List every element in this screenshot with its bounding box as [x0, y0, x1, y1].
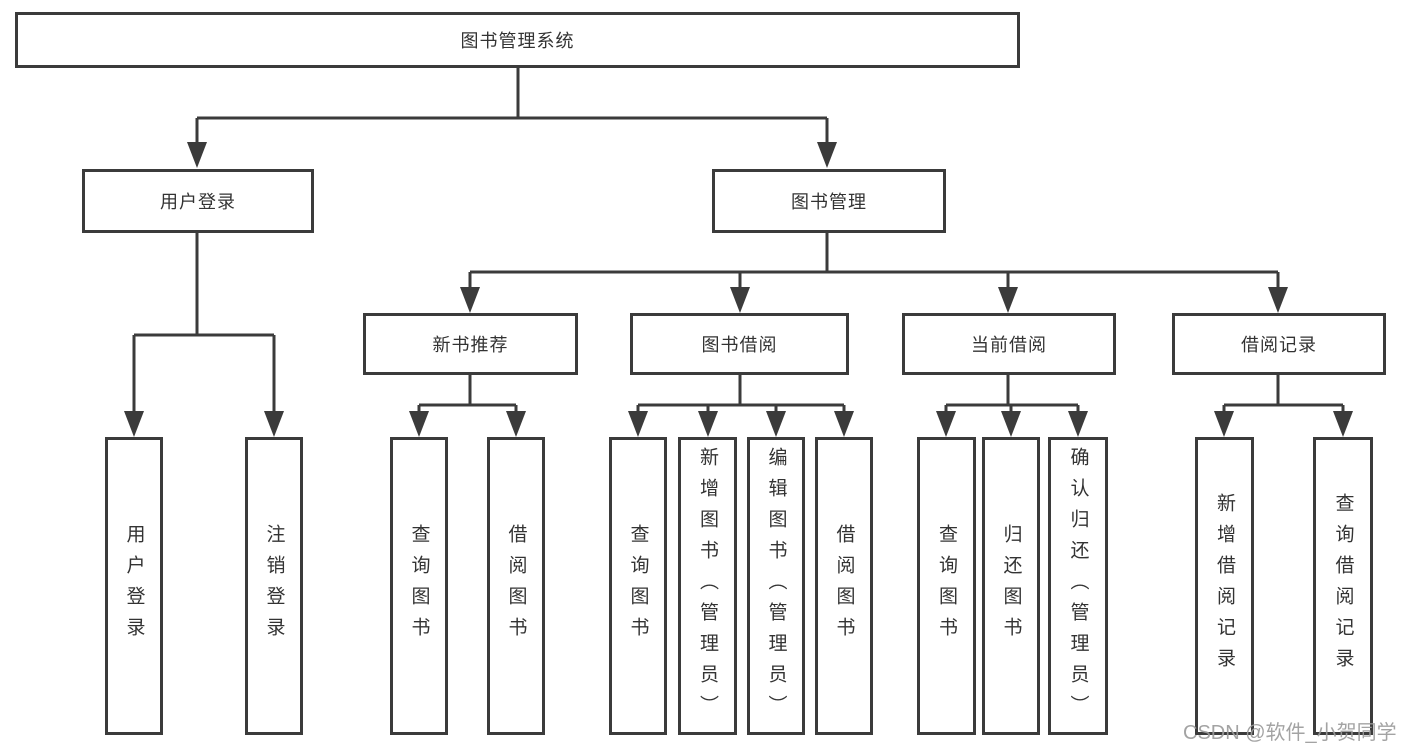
- arrow-down-icon: [187, 142, 207, 168]
- arrow-down-icon: [628, 411, 648, 437]
- arrow-down-icon: [460, 287, 480, 313]
- node-label: 归还图书: [1000, 524, 1022, 648]
- node-label: 当前借阅: [971, 335, 1047, 355]
- node-label: 注销登录: [263, 524, 285, 648]
- arrow-down-icon: [730, 287, 750, 313]
- arrow-down-icon: [1068, 411, 1088, 437]
- node-label: 借阅图书: [833, 524, 855, 648]
- arrow-down-icon: [698, 411, 718, 437]
- leaf-add-borrow-record: 新增借阅记录: [1195, 437, 1254, 735]
- connector-new-books-children: [409, 375, 526, 437]
- node-label: 查询借阅记录: [1332, 493, 1354, 679]
- arrow-down-icon: [1268, 287, 1288, 313]
- arrow-down-icon: [1333, 411, 1353, 437]
- leaf-borrow-books: 借阅图书: [487, 437, 545, 735]
- connector-records-children: [1214, 375, 1353, 437]
- arrow-down-icon: [409, 411, 429, 437]
- leaf-query-books: 查询图书: [609, 437, 667, 735]
- node-new-book-recommend: 新书推荐: [363, 313, 578, 375]
- connector-root-to-level2: [187, 68, 837, 168]
- node-label: 借阅图书: [505, 524, 527, 648]
- node-label: 图书管理: [791, 192, 867, 212]
- arrow-down-icon: [124, 411, 144, 437]
- connector-book-management-children: [460, 233, 1288, 313]
- node-user-login: 用户登录: [82, 169, 314, 233]
- node-label: 新增图书（管理员）: [697, 446, 718, 726]
- node-root-system: 图书管理系统: [15, 12, 1020, 68]
- leaf-query-books: 查询图书: [390, 437, 448, 735]
- arrow-down-icon: [766, 411, 786, 437]
- node-label: 查询图书: [408, 524, 430, 648]
- arrow-down-icon: [1001, 411, 1021, 437]
- arrow-down-icon: [264, 411, 284, 437]
- arrow-down-icon: [1214, 411, 1234, 437]
- leaf-add-books-admin: 新增图书（管理员）: [678, 437, 737, 735]
- node-label: 新书推荐: [432, 335, 509, 355]
- leaf-borrow-books: 借阅图书: [815, 437, 873, 735]
- node-label: 图书借阅: [701, 335, 778, 355]
- node-book-borrowing: 图书借阅: [630, 313, 849, 375]
- node-label: 图书管理系统: [460, 31, 575, 51]
- node-label: 确认归还（管理员）: [1067, 446, 1089, 726]
- node-label: 查询图书: [627, 524, 649, 648]
- node-borrow-records: 借阅记录: [1172, 313, 1386, 375]
- arrow-down-icon: [936, 411, 956, 437]
- leaf-confirm-return-admin: 确认归还（管理员）: [1048, 437, 1108, 735]
- connector-borrowing-children: [628, 375, 854, 437]
- connector-current-borrow-children: [936, 375, 1088, 437]
- arrow-down-icon: [506, 411, 526, 437]
- node-label: 新增借阅记录: [1214, 493, 1235, 679]
- watermark: CSDN @软件_小贺同学: [1183, 722, 1397, 744]
- node-label: 查询图书: [936, 524, 957, 648]
- leaf-user-login: 用户登录: [105, 437, 163, 735]
- leaf-query-books: 查询图书: [917, 437, 976, 735]
- node-book-management: 图书管理: [712, 169, 946, 233]
- node-label: 编辑图书（管理员）: [765, 446, 787, 726]
- connector-user-login-children: [124, 233, 284, 437]
- leaf-query-borrow-record: 查询借阅记录: [1313, 437, 1373, 735]
- leaf-logout: 注销登录: [245, 437, 303, 735]
- leaf-return-books: 归还图书: [982, 437, 1040, 735]
- arrow-down-icon: [817, 142, 837, 168]
- node-label: 借阅记录: [1241, 335, 1317, 355]
- leaf-edit-books-admin: 编辑图书（管理员）: [747, 437, 805, 735]
- arrow-down-icon: [998, 287, 1018, 313]
- arrow-down-icon: [834, 411, 854, 437]
- node-label: 用户登录: [160, 192, 236, 212]
- node-label: 用户登录: [123, 524, 145, 648]
- node-current-borrowing: 当前借阅: [902, 313, 1116, 375]
